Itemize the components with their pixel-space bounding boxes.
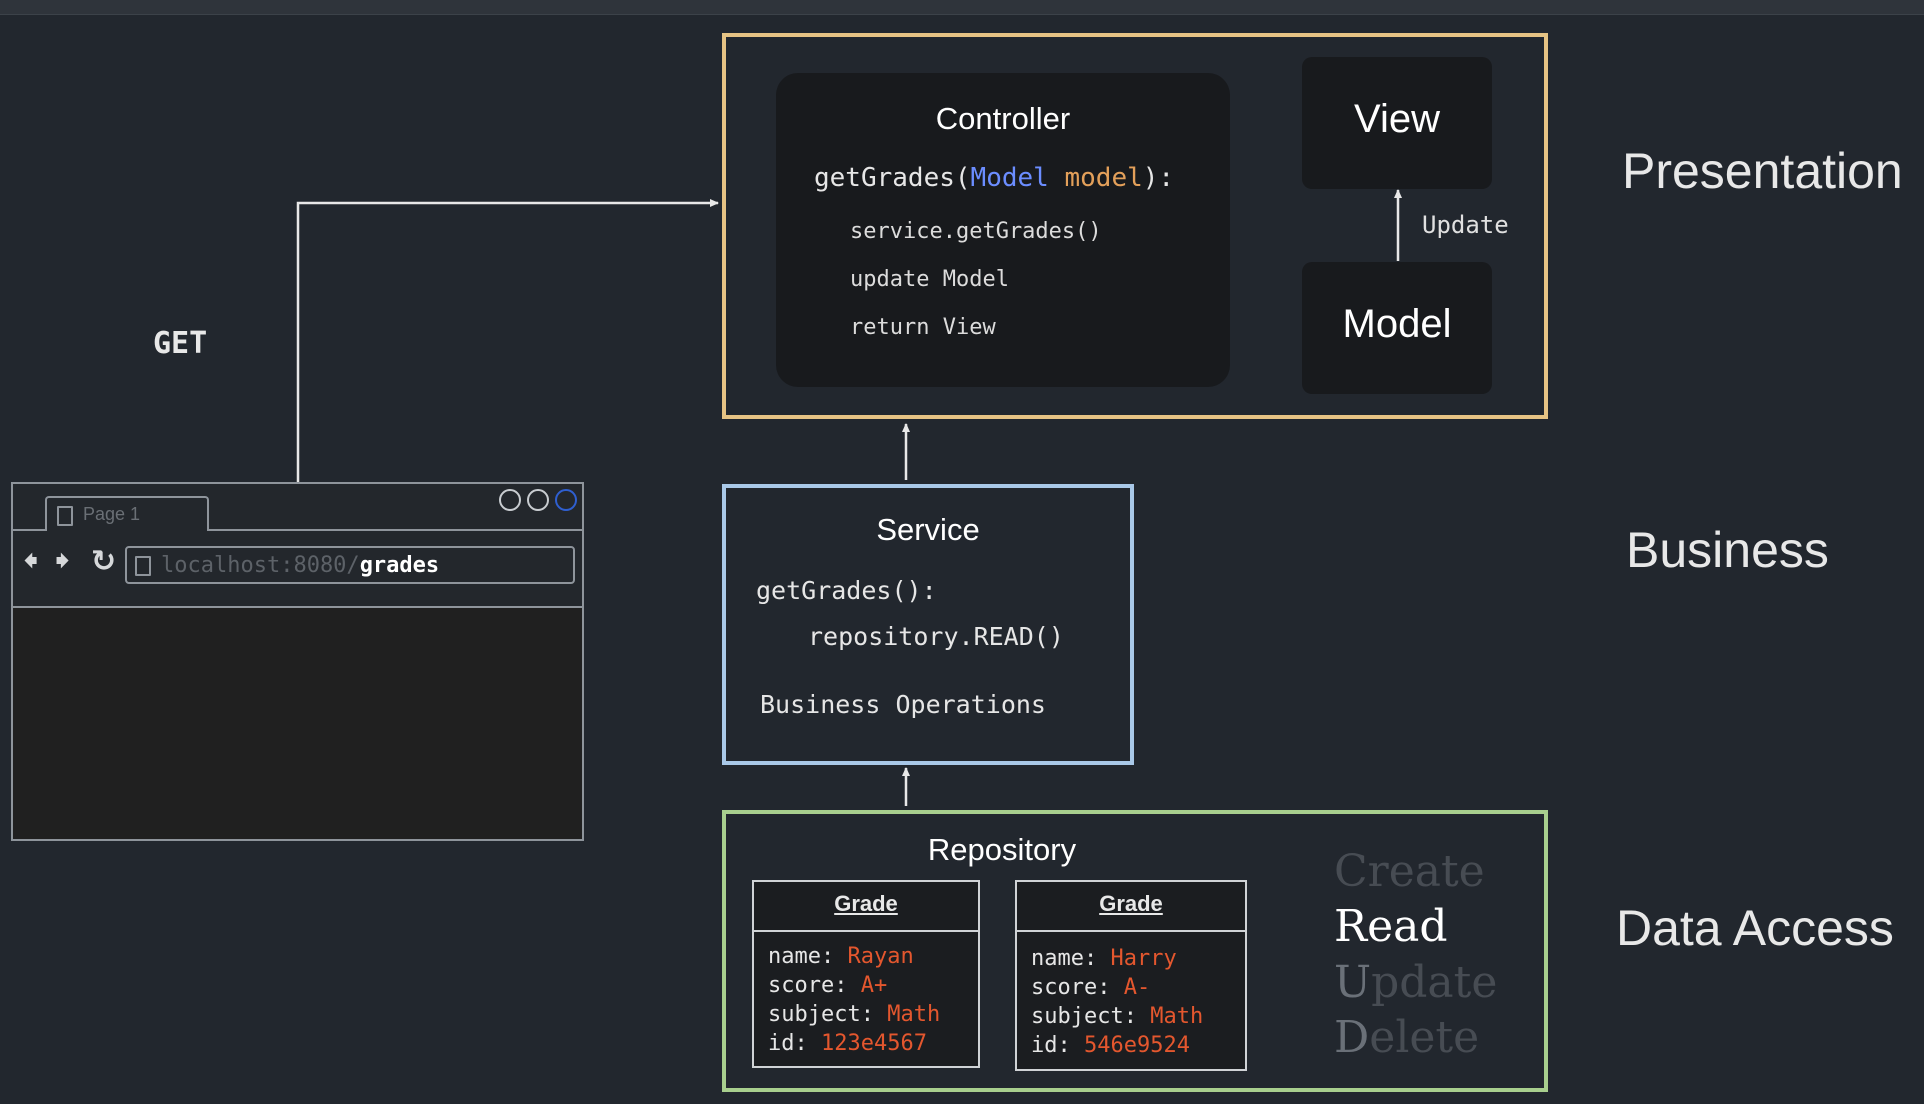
business-layer-label: Business [1626,522,1829,578]
field-key: subject: [1031,1004,1151,1029]
grade-field: subject: Math [768,1002,940,1027]
controller-code-line: return View [850,315,996,340]
repository-title: Repository [927,832,1077,867]
browser-header: Page 1 🠸 🠺 ↻ localhost:8080/grades [13,484,582,608]
field-key: id: [1031,1033,1084,1058]
url-text: localhost:8080/grades [161,553,439,578]
crud-initial: C [1334,846,1368,897]
url-host: localhost:8080/ [161,553,360,578]
model-card: Model [1302,262,1492,394]
controller-title: Controller [935,101,1071,136]
model-label: Model [1342,302,1452,346]
grade-field: score: A+ [768,973,887,998]
signature-type: Model [970,163,1049,193]
tab-strip-divider [13,529,582,531]
service-box: Service getGrades(): repository.READ() B… [722,484,1134,765]
crud-rest: elete [1369,1012,1480,1063]
crud-rest: ead [1367,901,1448,952]
data-access-layer-label: Data Access [1616,900,1894,956]
controller-signature: getGrades(Model model): [814,163,1174,193]
get-request-arrow [296,199,719,482]
view-card: View [1302,57,1492,189]
url-path: grades [359,553,440,578]
signature-end: ): [1142,163,1175,193]
field-value: Math [887,1002,941,1027]
grade-field: id: 123e4567 [768,1031,927,1056]
field-value: 123e4567 [820,1031,927,1056]
crud-initial: U [1334,957,1372,1008]
field-value: A- [1123,975,1151,1000]
field-value: Math [1150,1004,1204,1029]
controller-code-line: update Model [850,267,1009,292]
page-icon [135,556,151,576]
window-control-icon[interactable] [499,489,521,511]
crud-update: Update [1334,957,1497,1008]
crud-create: Create [1334,846,1485,897]
forward-arrow-icon[interactable]: 🠺 [55,545,71,578]
browser-tab[interactable]: Page 1 [45,496,209,531]
field-key: score: [1031,975,1124,1000]
browser-window: Page 1 🠸 🠺 ↻ localhost:8080/grades [11,482,584,841]
field-value: 546e9524 [1083,1033,1190,1058]
reload-icon[interactable]: ↻ [91,545,117,578]
window-control-icon[interactable] [555,489,577,511]
repository-box: Repository [722,810,1548,1092]
signature-param: model [1064,163,1143,193]
grade-field: score: A- [1031,975,1150,1000]
page-icon [57,506,73,526]
crud-rest: reate [1367,846,1485,897]
crud-read: Read [1334,901,1448,952]
field-value: A+ [860,973,888,998]
presentation-layer-frame [722,33,1548,419]
signature-name: getGrades( [814,163,971,193]
crud-initial: R [1334,901,1368,952]
back-arrow-icon[interactable]: 🠸 [23,545,39,578]
update-label: Update [1422,211,1509,239]
grade-field: subject: Math [1031,1004,1203,1029]
view-label: View [1354,97,1440,141]
crud-rest: pdate [1371,957,1498,1008]
tab-label: Page 1 [83,504,141,524]
field-key: score: [768,973,861,998]
service-title: Service [876,512,980,547]
field-value: Rayan [847,944,914,969]
field-key: id: [768,1031,821,1056]
grade-field: id: 546e9524 [1031,1033,1190,1058]
address-bar[interactable]: localhost:8080/grades [125,546,575,584]
presentation-layer-label: Presentation [1622,143,1903,199]
grade-field: name: Rayan [768,944,914,969]
grade-field: name: Harry [1031,946,1177,971]
controller-card: Controller getGrades(Model model): servi… [776,73,1230,387]
grade-header: Grade [754,882,978,932]
field-value: Harry [1110,946,1177,971]
crud-delete: Delete [1334,1012,1479,1063]
controller-code-line: service.getGrades() [850,219,1102,244]
grade-record-card: Grade name: Rayan score: A+ subject: Mat… [752,880,980,1068]
crud-initial: D [1334,1012,1370,1063]
top-strip [0,0,1924,15]
window-control-icon[interactable] [527,489,549,511]
service-method: getGrades(): [756,576,937,605]
get-method-label: GET [153,326,208,361]
field-key: name: [768,944,848,969]
service-note: Business Operations [760,690,1046,719]
grade-record-card: Grade name: Harry score: A- subject: Mat… [1015,880,1247,1071]
service-call: repository.READ() [808,622,1064,651]
field-key: subject: [768,1002,888,1027]
grade-header: Grade [1017,882,1245,932]
field-key: name: [1031,946,1111,971]
